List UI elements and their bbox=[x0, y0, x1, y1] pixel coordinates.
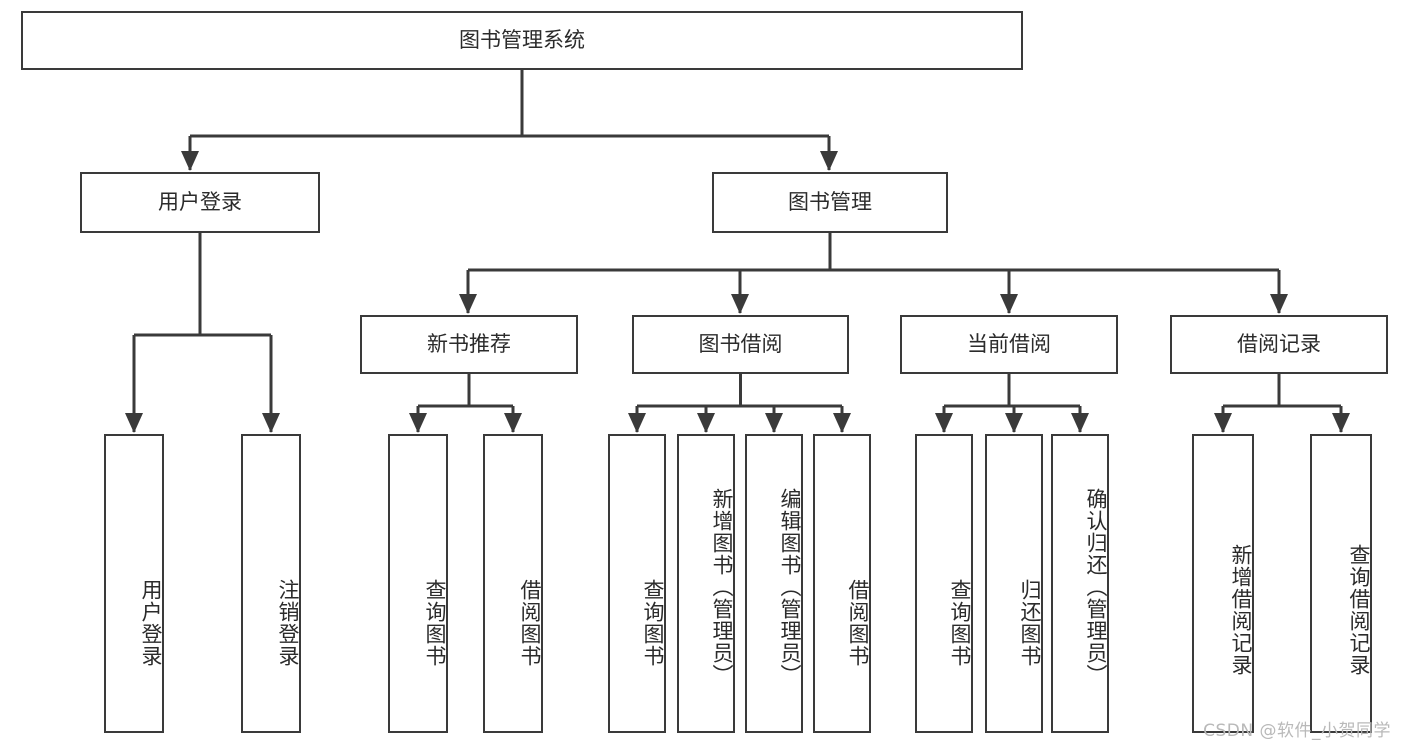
node-label: 用户登录 bbox=[158, 189, 242, 214]
node-label: 查询图书 bbox=[641, 578, 665, 667]
node-leaf-return-book[interactable]: 归还图书 bbox=[985, 434, 1043, 733]
node-leaf-edit-book-admin[interactable]: 编辑图书（管理员） bbox=[745, 434, 803, 733]
node-label: 用户登录 bbox=[139, 578, 163, 667]
node-label: 图书管理系统 bbox=[459, 27, 585, 52]
node-label: 借阅记录 bbox=[1237, 331, 1321, 356]
node-leaf-add-borrow-record[interactable]: 新增借阅记录 bbox=[1192, 434, 1254, 733]
node-label: 查询借阅记录 bbox=[1347, 543, 1371, 676]
node-label: 注销登录 bbox=[276, 578, 300, 667]
node-label: 借阅图书 bbox=[846, 578, 870, 667]
node-leaf-confirm-return-admin[interactable]: 确认归还（管理员） bbox=[1051, 434, 1109, 733]
node-leaf-query-book-cur[interactable]: 查询图书 bbox=[915, 434, 973, 733]
node-current-borrow[interactable]: 当前借阅 bbox=[900, 315, 1118, 374]
node-label: 新增图书（管理员） bbox=[710, 487, 734, 686]
node-book-borrow[interactable]: 图书借阅 bbox=[632, 315, 849, 374]
node-label: 查询图书 bbox=[423, 578, 447, 667]
node-label: 当前借阅 bbox=[967, 331, 1051, 356]
node-root[interactable]: 图书管理系统 bbox=[21, 11, 1023, 70]
node-label: 借阅图书 bbox=[518, 578, 542, 667]
node-label: 查询图书 bbox=[948, 578, 972, 667]
node-label: 确认归还（管理员） bbox=[1084, 487, 1108, 686]
node-label: 归还图书 bbox=[1018, 578, 1042, 667]
node-leaf-query-book-rec[interactable]: 查询图书 bbox=[388, 434, 448, 733]
node-label: 图书借阅 bbox=[698, 331, 783, 356]
node-leaf-add-book-admin[interactable]: 新增图书（管理员） bbox=[677, 434, 735, 733]
node-label: 图书管理 bbox=[788, 189, 872, 214]
node-leaf-borrow-book-rec[interactable]: 借阅图书 bbox=[483, 434, 543, 733]
node-leaf-query-book-borrow[interactable]: 查询图书 bbox=[608, 434, 666, 733]
node-leaf-user-login[interactable]: 用户登录 bbox=[104, 434, 164, 733]
node-label: 新书推荐 bbox=[427, 331, 511, 356]
node-label: 新增借阅记录 bbox=[1229, 543, 1253, 676]
watermark-label: CSDN @软件_小贺同学 bbox=[1203, 721, 1391, 741]
node-user-login[interactable]: 用户登录 bbox=[80, 172, 320, 233]
node-borrow-record[interactable]: 借阅记录 bbox=[1170, 315, 1388, 374]
node-new-book-recommend[interactable]: 新书推荐 bbox=[360, 315, 578, 374]
node-leaf-borrow-book[interactable]: 借阅图书 bbox=[813, 434, 871, 733]
node-book-manage[interactable]: 图书管理 bbox=[712, 172, 948, 233]
node-label: 编辑图书（管理员） bbox=[778, 487, 802, 686]
node-leaf-query-borrow-record[interactable]: 查询借阅记录 bbox=[1310, 434, 1372, 733]
node-leaf-logout[interactable]: 注销登录 bbox=[241, 434, 301, 733]
